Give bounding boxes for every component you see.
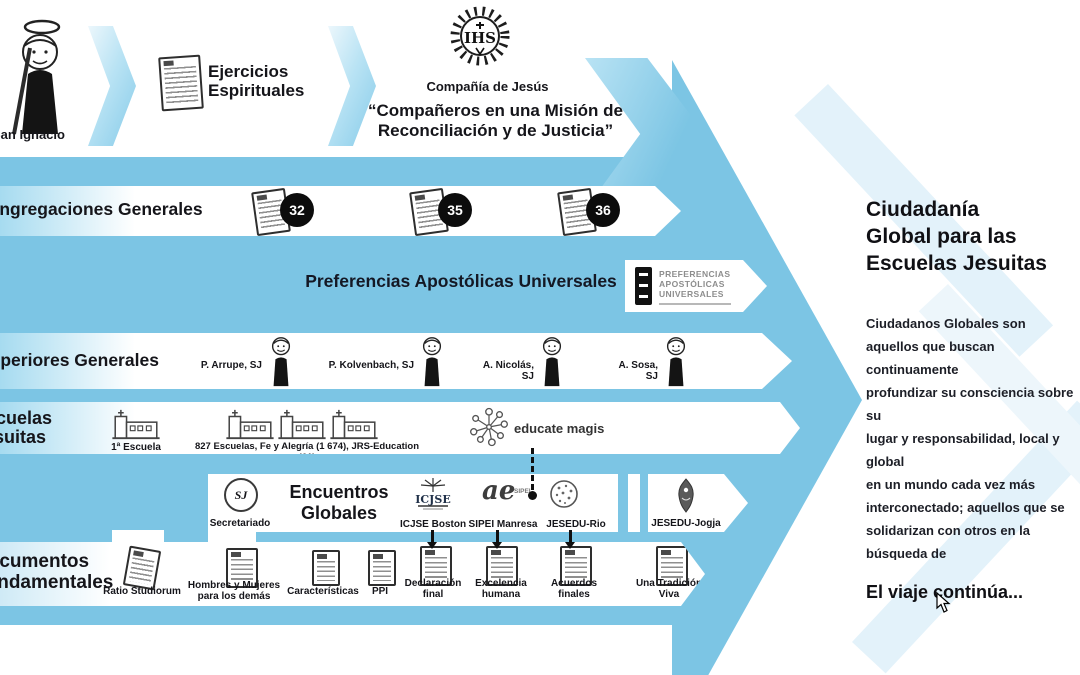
congregaciones-band: Congregaciones Generales 32 35 36	[0, 186, 681, 236]
congregacion-doc-35: 35	[412, 188, 482, 234]
icjse-logo-text: ICJSE	[415, 493, 450, 506]
ratio-studiorum-label: Ratio Studiorum	[103, 586, 181, 597]
documentos-label: Documentos Fundamentales	[0, 551, 114, 593]
person-name-nicolas: A. Nicolás, SJ	[482, 360, 534, 383]
acuerdos-finales-icon	[560, 546, 592, 586]
jesedu-rio-globe-icon	[550, 480, 578, 508]
educate-magis-label: educate magis	[514, 421, 605, 436]
sipei-small-text: SIPEI	[514, 488, 531, 495]
connector-tab-1	[112, 530, 164, 544]
priest-figure-nicolas	[537, 336, 567, 388]
preferencias-logo-box: PREFERENCIAS APOSTÓLICAS UNIVERSALES	[625, 260, 767, 312]
secretariado-sj-logo: SJ	[224, 478, 258, 512]
congregacion-badge-35: 35	[438, 193, 472, 227]
documentos-band: Documentos Fundamentales Ratio Studiorum…	[0, 542, 705, 606]
icjse-boston-label: ICJSE Boston	[399, 519, 467, 530]
staff-icon	[12, 47, 32, 135]
school-building-icon	[328, 408, 380, 442]
encuentros-heading: Encuentros Globales	[289, 482, 389, 523]
ppi-label: PPI	[371, 586, 389, 597]
excelencia-humana-icon	[486, 546, 518, 586]
ihs-society-of-jesus-logo: IHS	[450, 6, 510, 66]
jesedu-jogja-box: JESEDU-Jogja	[648, 474, 748, 532]
person-name-arrupe: P. Arrupe, SJ	[200, 360, 262, 371]
encuentros-divider-bar	[628, 474, 640, 532]
escuelas-label: Escuelas Jesuitas	[0, 408, 53, 447]
priest-figure-sosa	[661, 336, 691, 388]
ppi-icon	[368, 550, 396, 586]
jesedu-rio-label: JESEDU-Rio	[546, 519, 606, 530]
ejercicios-document-icon	[158, 54, 204, 112]
halo-icon	[23, 19, 61, 35]
connector-tab-2	[208, 530, 256, 544]
connector-rio-acuerdos	[569, 530, 572, 542]
sipei-manresa-label: SIPEI Manresa	[468, 519, 538, 530]
jesedu-jogja-wayang-icon	[674, 476, 698, 516]
school-building-icon	[110, 408, 162, 442]
congregaciones-label: Congregaciones Generales	[0, 199, 203, 219]
educate-magis-network-icon	[468, 406, 510, 448]
person-name-kolvenbach: P. Kolvenbach, SJ	[328, 360, 414, 371]
sidebar-closing: El viaje continúa...	[866, 582, 1024, 602]
mission-quote: “Compañeros en una Misión de Reconciliac…	[367, 101, 624, 140]
escuelas-band: Escuelas Jesuitas 1ª Escuela	[0, 402, 800, 454]
superiores-band: Superiores Generales P. Arrupe, SJ P. Ko…	[0, 333, 792, 389]
school-building-icon	[276, 408, 328, 442]
person-name-sosa: A. Sosa, SJ	[618, 360, 658, 383]
sipei-logo: ae SIPEI	[476, 476, 536, 516]
preferencias-logo-rule	[659, 303, 731, 305]
connector-icjse-declaracion	[431, 530, 434, 542]
superiores-label: Superiores Generales	[0, 350, 159, 370]
compania-label: Compañía de Jesús	[426, 79, 549, 94]
sipei-ae-mark: ae	[482, 476, 516, 506]
priest-figure-kolvenbach	[417, 336, 447, 388]
tradicion-viva-icon	[656, 546, 688, 586]
priest-figure-arrupe	[266, 336, 296, 388]
acuerdos-finales-label: Acuerdos finales	[550, 578, 598, 600]
ratio-studiorum-icon	[123, 546, 161, 591]
ejercicios-label: Ejercicios Espirituales	[208, 62, 305, 101]
hombres-mujeres-label: Hombres y Mujeres para los demás	[187, 580, 281, 602]
connector-arrowhead	[427, 542, 437, 549]
declaracion-final-label: Declaración final	[404, 578, 462, 600]
mouse-cursor	[936, 592, 951, 613]
sj-logo-text: SJ	[234, 487, 248, 502]
connector-sipei-excelencia	[496, 530, 499, 542]
encuentros-box: SJ Secretariado Encuentros Globales ICJS…	[208, 474, 618, 532]
secretariado-label: Secretariado	[209, 518, 271, 529]
jesedu-jogja-label: JESEDU-Jogja	[651, 518, 721, 529]
caracteristicas-icon	[312, 550, 340, 586]
preferencias-logo-text: PREFERENCIAS APOSTÓLICAS UNIVERSALES	[659, 269, 731, 299]
caracteristicas-label: Características	[287, 586, 359, 597]
hombres-mujeres-icon	[226, 548, 258, 588]
sidebar-title: Ciudadanía Global para las Escuelas Jesu…	[866, 198, 1047, 275]
congregacion-badge-36: 36	[586, 193, 620, 227]
congregacion-doc-36: 36	[560, 188, 630, 234]
ihs-text: IHS	[464, 29, 496, 47]
san-ignacio-label: San Ignacio	[0, 127, 65, 142]
excelencia-humana-label: Excelencia humana	[475, 578, 527, 600]
tradicion-viva-label: Una Tradición Viva	[635, 578, 703, 600]
sidebar-paragraph: Ciudadanos Globales son aquellos que bus…	[866, 316, 1074, 560]
educate-magis-connector	[531, 448, 534, 490]
sunburst-rays-icon	[450, 6, 510, 66]
preferencias-emblem-icon	[635, 267, 652, 305]
connector-arrowhead	[492, 542, 502, 549]
school-building-icon	[224, 408, 276, 442]
congregacion-doc-32: 32	[254, 188, 324, 234]
educate-magis-connector-dot	[528, 491, 537, 500]
connector-arrowhead	[565, 542, 575, 549]
nails-icon	[475, 47, 485, 56]
congregacion-badge-32: 32	[280, 193, 314, 227]
chevron-arrow-1	[88, 26, 136, 146]
preferencias-heading: Preferencias Apostólicas Universales	[305, 271, 617, 291]
first-school-label: 1ª Escuela	[111, 442, 161, 453]
san-ignacio-illustration	[12, 19, 61, 135]
icjse-logo: ICJSE	[415, 478, 451, 510]
